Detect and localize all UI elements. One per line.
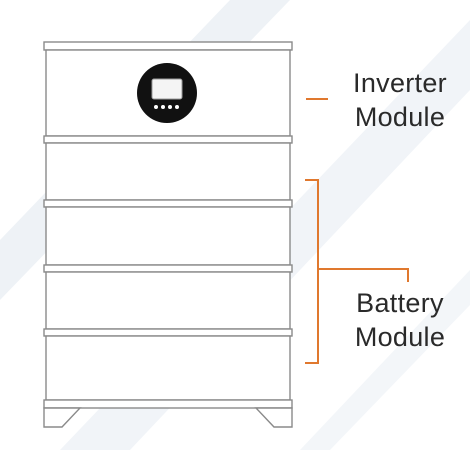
stack-base bbox=[43, 399, 293, 409]
module-separator bbox=[43, 135, 293, 144]
battery-label-line-1: Battery bbox=[356, 288, 444, 318]
battery-bracket bbox=[305, 179, 319, 364]
inverter-module-label: Inverter Module bbox=[335, 66, 465, 134]
base-foot-right bbox=[254, 407, 293, 428]
battery-module bbox=[45, 335, 291, 401]
background-stripe bbox=[300, 270, 470, 450]
display-button-dot bbox=[154, 105, 158, 109]
module-separator bbox=[43, 328, 293, 337]
base-foot-left bbox=[43, 407, 82, 428]
battery-label-line-2: Module bbox=[354, 322, 446, 352]
module-separator bbox=[43, 199, 293, 208]
battery-module bbox=[45, 271, 291, 330]
display-button-dot bbox=[168, 105, 172, 109]
inverter-label-line-1: Inverter bbox=[353, 68, 447, 98]
display-button-dot bbox=[175, 105, 179, 109]
battery-module bbox=[45, 142, 291, 201]
battery-bracket-pointer bbox=[318, 268, 409, 282]
display-button-dot bbox=[161, 105, 165, 109]
module-separator bbox=[43, 264, 293, 273]
battery-module bbox=[45, 206, 291, 266]
stack-top-cap bbox=[43, 41, 293, 51]
inverter-label-line-2: Module bbox=[354, 102, 446, 132]
display-screen bbox=[151, 78, 183, 100]
inverter-display bbox=[137, 63, 197, 123]
battery-module-label: Battery Module bbox=[335, 286, 465, 354]
